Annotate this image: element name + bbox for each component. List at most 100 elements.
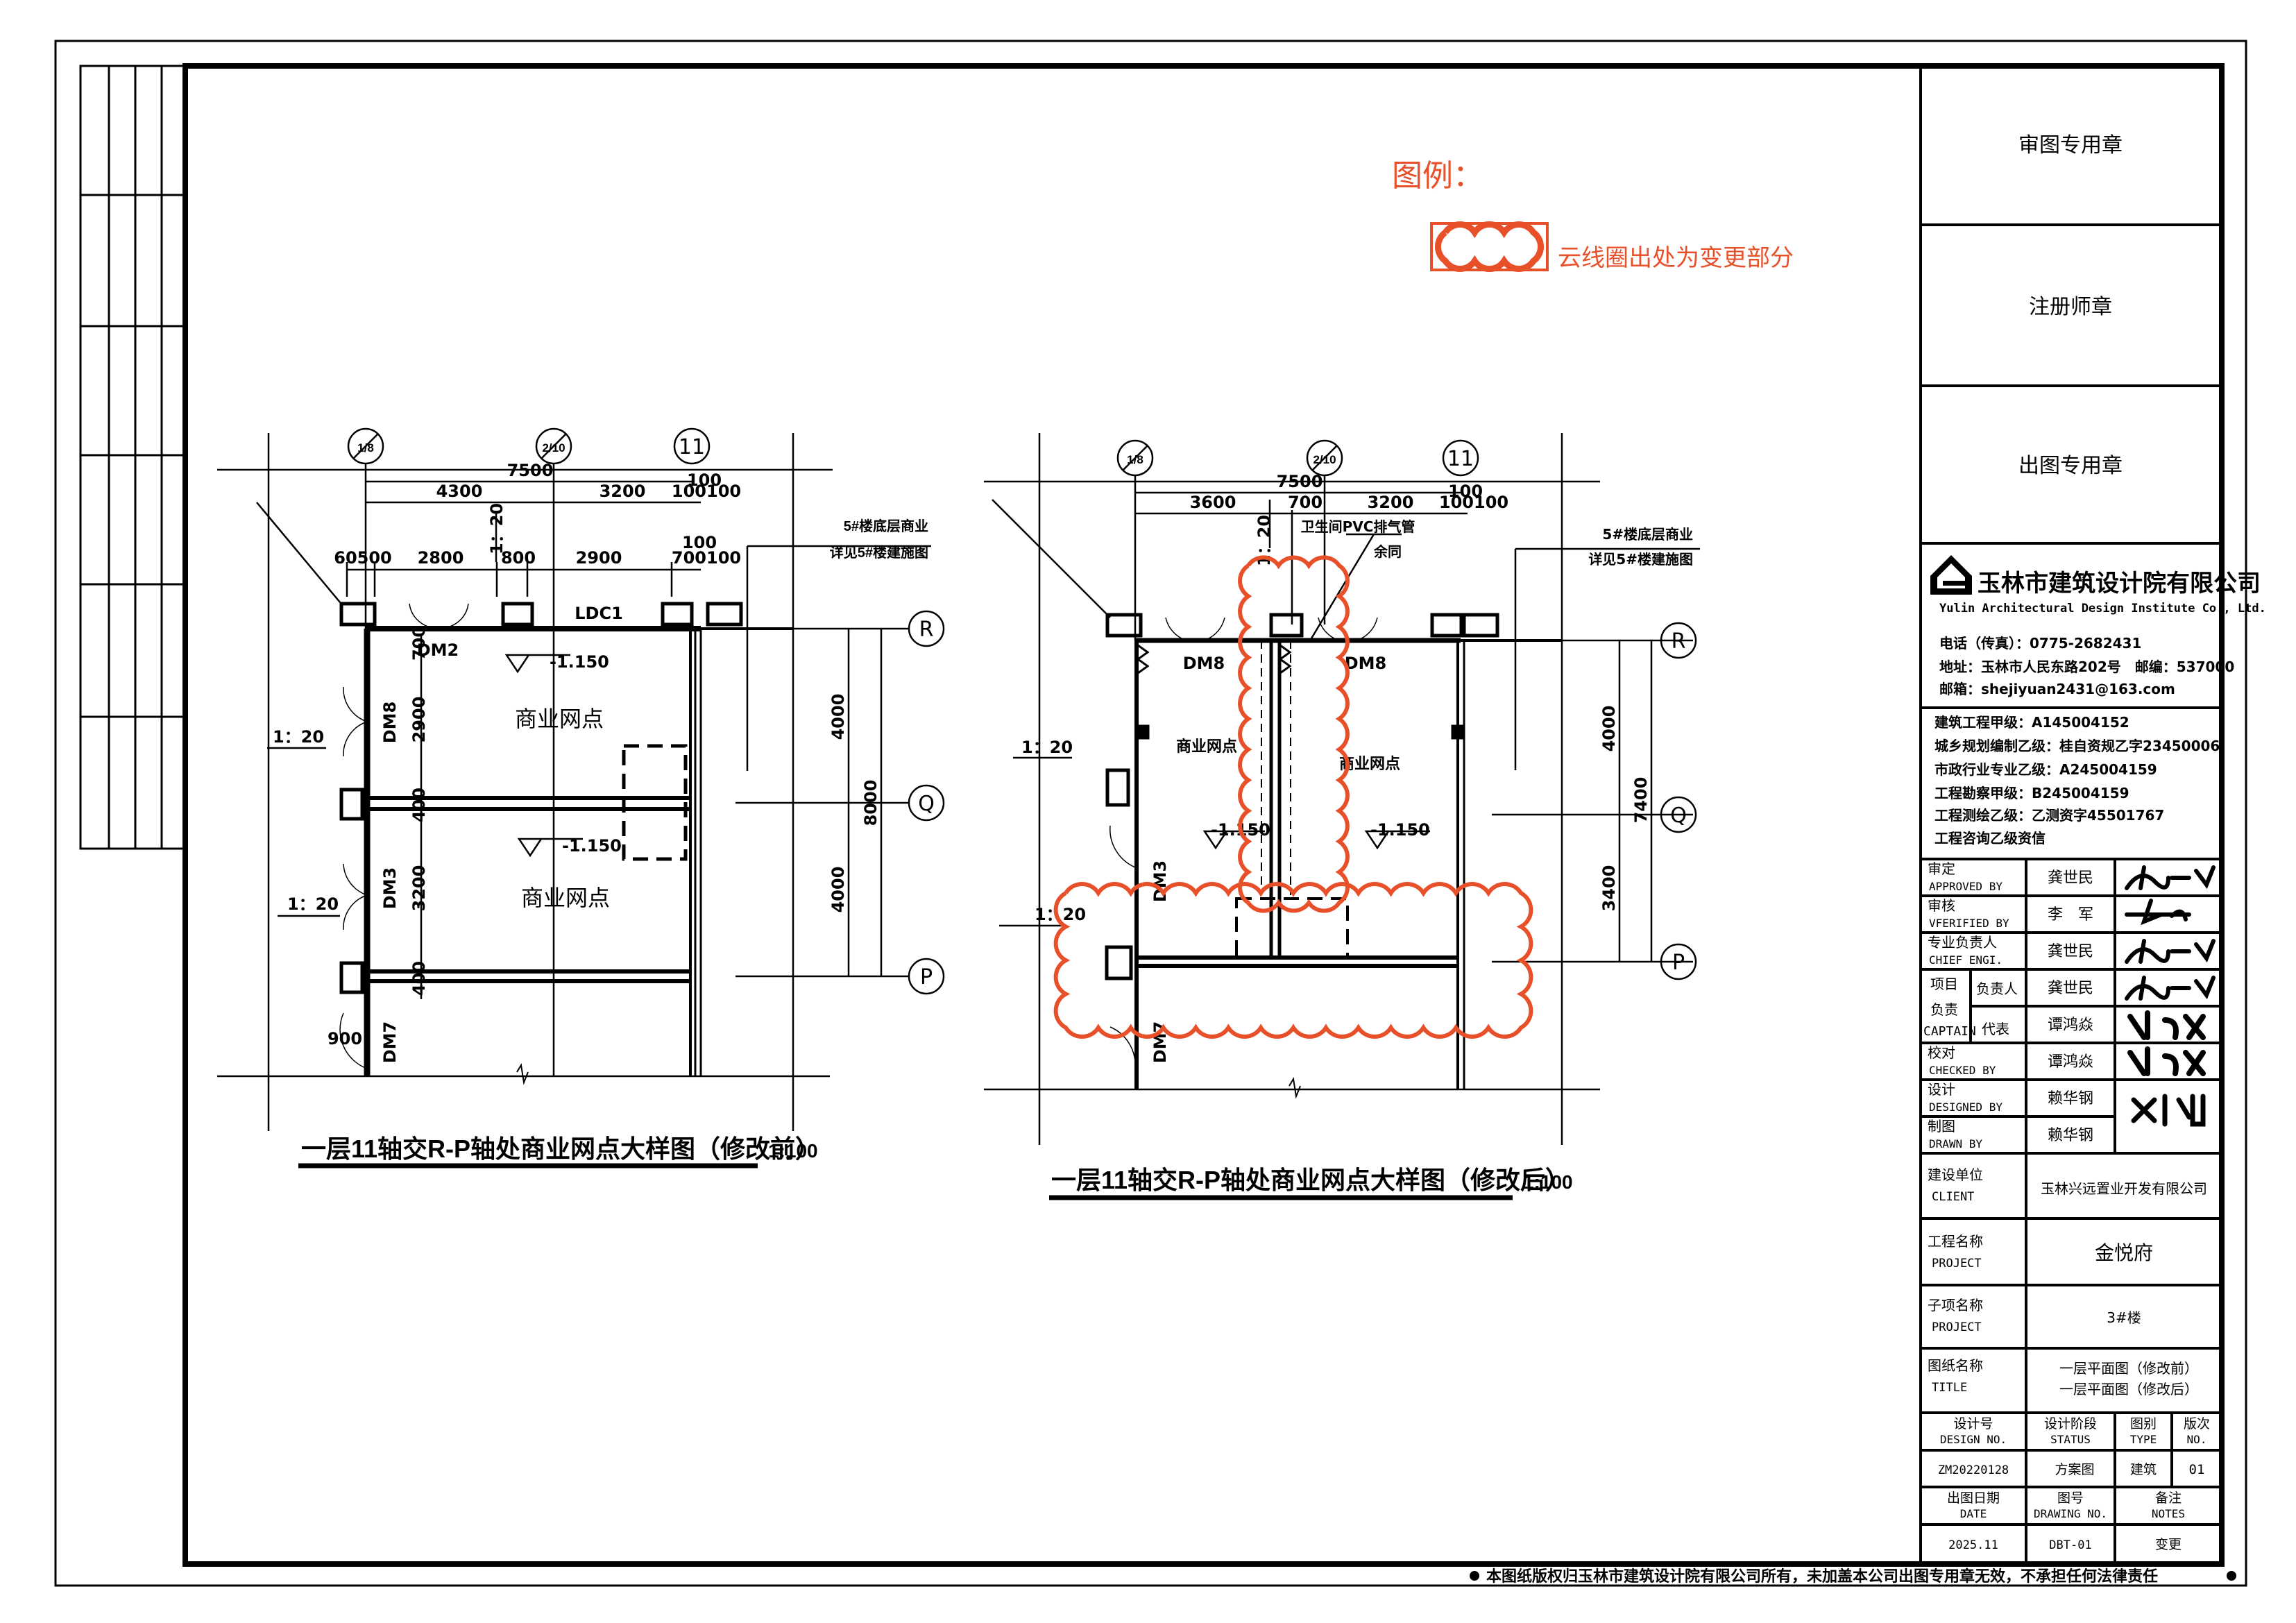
bullet-icon — [1470, 1571, 1479, 1581]
plan-after-title: 一层11轴交R-P轴处商业网点大样图（修改后） — [1051, 1166, 1570, 1194]
meta-header: 设计阶段 — [2044, 1416, 2097, 1431]
qualification: 城乡规划编制乙级：桂自资规乙字23450006 — [1934, 738, 2220, 754]
door-label: DM7 — [380, 1021, 400, 1064]
drawing-title-value-2: 一层平面图（修改后） — [2059, 1381, 2198, 1397]
dim: 100 — [1448, 482, 1483, 501]
level-mark: -1.150 — [562, 836, 622, 856]
axis-2-10: 2/10 — [542, 441, 565, 454]
dim: 3400 — [1599, 865, 1619, 912]
meta-header: 设计号 — [1953, 1416, 1993, 1431]
sig-label: 项目 — [1930, 976, 1958, 992]
door-label: DM8 — [1183, 654, 1225, 673]
level-mark: -1.150 — [1370, 820, 1430, 840]
section-mark: 1：20 — [1021, 738, 1073, 757]
sig-label-en: VFERIFIED BY — [1929, 917, 2009, 930]
plan-after: 1/8 2/10 11 R Q P 7500 3600 700 3200 100… — [984, 433, 1700, 1200]
sig-name: 龚世民 — [2048, 943, 2093, 960]
sig-label: 审定 — [1928, 860, 1955, 877]
bullet-icon — [2227, 1571, 2236, 1581]
company-phone: 电话（传真）：0775-2682431 — [1939, 635, 2141, 652]
dim: 100 — [682, 533, 717, 552]
meta-header-en: DESIGN NO. — [1940, 1433, 2007, 1446]
note-line1: 5#楼底层商业 — [1602, 526, 1693, 543]
dim: 700 — [1288, 493, 1323, 512]
door-label: DM7 — [1150, 1021, 1170, 1064]
dim: 60500 — [334, 548, 392, 568]
date: 2025.11 — [1948, 1538, 1998, 1552]
door-label: LDC1 — [575, 604, 623, 623]
sig-name: 赖华钢 — [2048, 1090, 2093, 1107]
sig-label-en: CAPTAIN — [1923, 1024, 1976, 1039]
legend: 图例： 云线圈出处为变更部分 — [1392, 158, 1794, 273]
meta-header: 出图日期 — [1947, 1490, 2000, 1506]
section-mark: 1：20 — [487, 503, 507, 554]
dim: 700 — [409, 626, 429, 661]
axis-q: Q — [1670, 804, 1687, 828]
sig-label: 校对 — [1928, 1044, 1955, 1061]
qualification: 工程咨询乙级资信 — [1934, 830, 2046, 847]
axis-p: P — [1672, 951, 1685, 975]
company-logo — [1930, 555, 1972, 595]
qualification: 建筑工程甲级：A145004152 — [1934, 714, 2129, 731]
sig-label: 负责人 — [1976, 980, 2018, 997]
sig-name: 李 军 — [2048, 906, 2093, 924]
plan-before: 1/8 2/10 11 R Q P 7500 4300 3200 100 100… — [217, 427, 945, 1169]
sig-name: 谭鸿焱 — [2048, 1017, 2093, 1034]
dimension-labels: 7500 4300 3200 100 100100 60500 2800 800… — [273, 461, 881, 1063]
drawing-title-value-1: 一层平面图（修改前） — [2059, 1360, 2198, 1377]
axis-r: R — [919, 618, 934, 642]
sig-label-en: DESIGNED BY — [1929, 1101, 2002, 1114]
meta-header: 图别 — [2130, 1416, 2157, 1431]
note-line1: 5#楼底层商业 — [844, 518, 928, 534]
handwritten-signatures — [2125, 865, 2216, 1127]
stamp-registered: 注册师章 — [2029, 295, 2112, 319]
dim: 400 — [409, 961, 429, 996]
meta-header-en: DRAWING NO. — [2034, 1507, 2107, 1520]
dim: 4300 — [436, 482, 483, 501]
sig-label: 制图 — [1928, 1118, 1955, 1135]
axis-1-8: 1/8 — [357, 441, 374, 454]
plan-after-scale: 1:100 — [1523, 1171, 1573, 1193]
qualification: 工程勘察甲级：B245004159 — [1934, 785, 2129, 801]
project-value: 金悦府 — [2095, 1241, 2153, 1264]
sig-name: 龚世民 — [2048, 980, 2093, 997]
dim: 3200 — [1368, 493, 1414, 512]
drawing-title-label: 图纸名称 — [1928, 1357, 1983, 1374]
client-label-en: CLIENT — [1932, 1190, 1974, 1204]
dim: 700100 — [672, 548, 741, 568]
axis-11: 11 — [1447, 447, 1474, 471]
type: 建筑 — [2130, 1462, 2157, 1477]
sig-label: 设计 — [1928, 1081, 1955, 1098]
company-address: 地址：玉林市人民东路202号 邮编：537000 — [1939, 658, 2234, 675]
axis-2-10: 2/10 — [1313, 453, 1336, 466]
drawing-title-label-en: TITLE — [1932, 1381, 1967, 1395]
dimension-labels: 7500 3600 700 3200 100100 100 4000 3400 … — [1021, 472, 1693, 1063]
note-line2: 详见5#楼建施图 — [1588, 551, 1693, 568]
company-email: 邮箱：shejiyuan2431@163.com — [1939, 681, 2175, 697]
subproject-value: 3#楼 — [2107, 1309, 2141, 1326]
dim: 7400 — [1631, 777, 1651, 824]
title-block: 审图专用章 注册师章 出图专用章 玉林市建筑设计院有限公司 Yulin Arch… — [1919, 66, 2266, 1564]
sig-name: 谭鸿焱 — [2048, 1053, 2093, 1071]
dim-total: 7500 — [507, 461, 554, 480]
sig-name: 赖华钢 — [2048, 1127, 2093, 1144]
sig-label: 审核 — [1928, 897, 1955, 914]
sig-label: 负责 — [1930, 1001, 1958, 1018]
dim: 4000 — [828, 867, 848, 913]
company-name-en: Yulin Architectural Design Institute Co.… — [1939, 602, 2266, 615]
level-mark: -1.150 — [550, 652, 609, 672]
notes: 变更 — [2155, 1537, 2182, 1552]
dim: 800 — [501, 548, 536, 568]
dim: 3200 — [409, 865, 429, 912]
copyright-footer: 本图纸版权归玉林市建筑设计院有限公司所有，未加盖本公司出图专用章无效，不承担任何… — [1486, 1567, 2158, 1585]
meta-header-en: DATE — [1960, 1507, 1987, 1520]
meta-header: 备注 — [2155, 1490, 2182, 1506]
room-label: 商业网点 — [515, 706, 604, 732]
project-label: 工程名称 — [1928, 1233, 1983, 1250]
project-label-en: PROJECT — [1932, 1257, 1982, 1271]
legend-text: 云线圈出处为变更部分 — [1558, 244, 1794, 272]
revision-cloud-horizontal — [1053, 882, 1533, 1039]
qualification: 市政行业专业乙级：A245004159 — [1934, 761, 2157, 778]
plan-before-scale: 1:100 — [768, 1140, 818, 1162]
